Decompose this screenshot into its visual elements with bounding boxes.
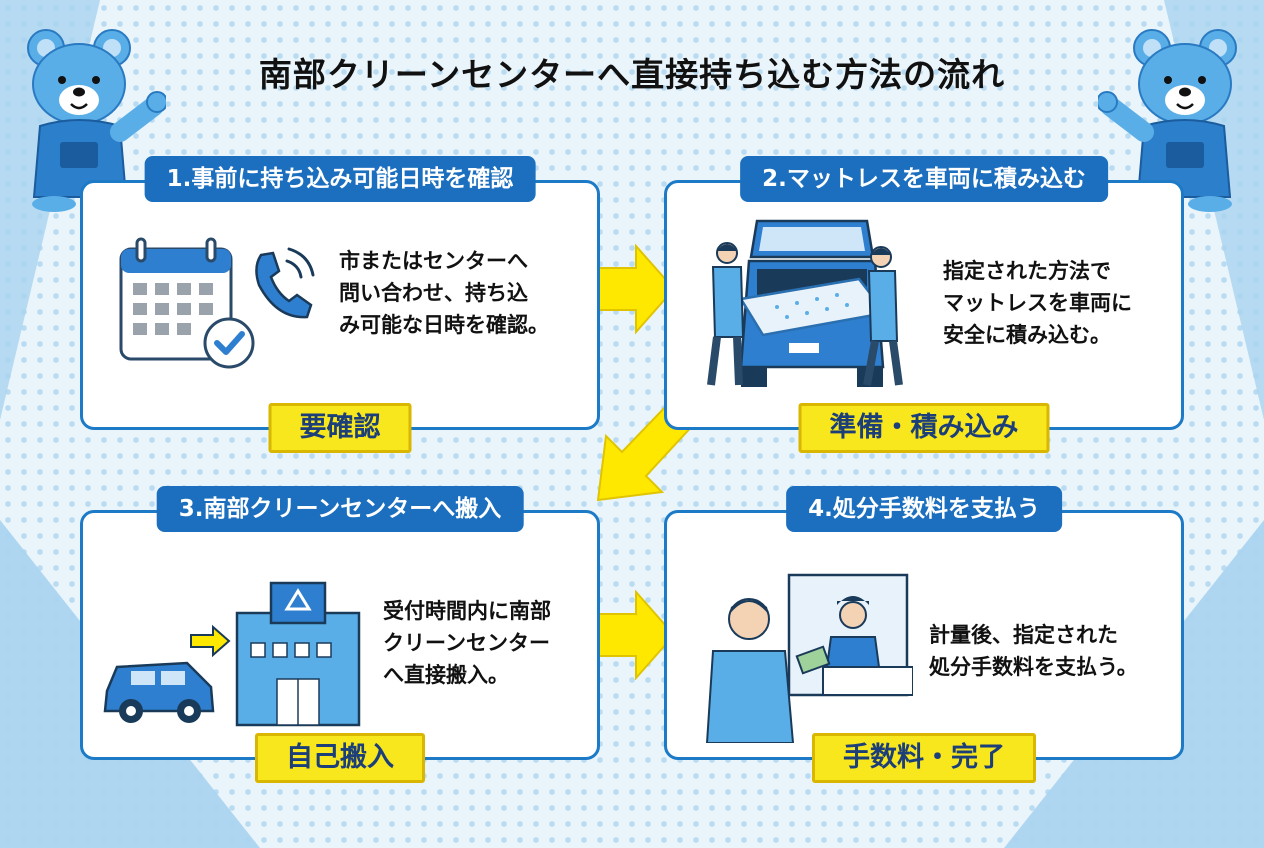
step-card-3: 3.南部クリーンセンターへ搬入 (80, 486, 600, 783)
payment-counter-icon (705, 573, 913, 743)
page-title: 南部クリーンセンターへ直接持ち込む方法の流れ (258, 55, 1006, 94)
recycle-building-icon (103, 581, 361, 727)
step-heading: 3.南部クリーンセンターへ搬入 (156, 486, 524, 532)
car-loading-icon (707, 219, 903, 387)
step-badge: 準備・積み込み (798, 403, 1050, 453)
arrow-right-icon (597, 244, 676, 334)
bear-mascot-left-icon (27, 29, 166, 212)
step-badge: 自己搬入 (255, 733, 425, 783)
car-icon (103, 661, 215, 723)
step-heading: 4.処分手数料を支払う (786, 486, 1062, 532)
step-card-4: 4.処分手数料を支払う 計量後、指定された 処分手数料を支払う。 手数料・完了 (664, 486, 1184, 783)
step-description: 指定された方法で マットレスを車両に 安全に積み込む。 (943, 259, 1132, 347)
check-icon (203, 317, 255, 369)
step-description: 計量後、指定された 処分手数料を支払う。 (929, 623, 1138, 679)
step-card-1: 1.事前に持ち込み可能日時を確認 市また (80, 156, 600, 453)
calendar-icon (119, 237, 255, 369)
step-description: 市またはセンターへ 問い合わせ、持ち込 み可能な日時を確認。 (339, 249, 549, 337)
bear-mascot-right-icon (1098, 29, 1237, 212)
arrow-right-icon-2 (597, 590, 676, 680)
step-heading: 1.事前に持ち込み可能日時を確認 (144, 156, 536, 202)
step-badge: 要確認 (268, 403, 412, 453)
step-card-2: 2.マットレスを車両に積み込む 指定された方法で マットレ (664, 156, 1184, 453)
step-heading: 2.マットレスを車両に積み込む (740, 156, 1108, 202)
step-badge: 手数料・完了 (812, 733, 1036, 783)
arrow-icon (190, 624, 231, 658)
step-description: 受付時間内に南部 クリーンセンター へ直接搬入。 (383, 599, 551, 687)
phone-icon (255, 247, 315, 319)
